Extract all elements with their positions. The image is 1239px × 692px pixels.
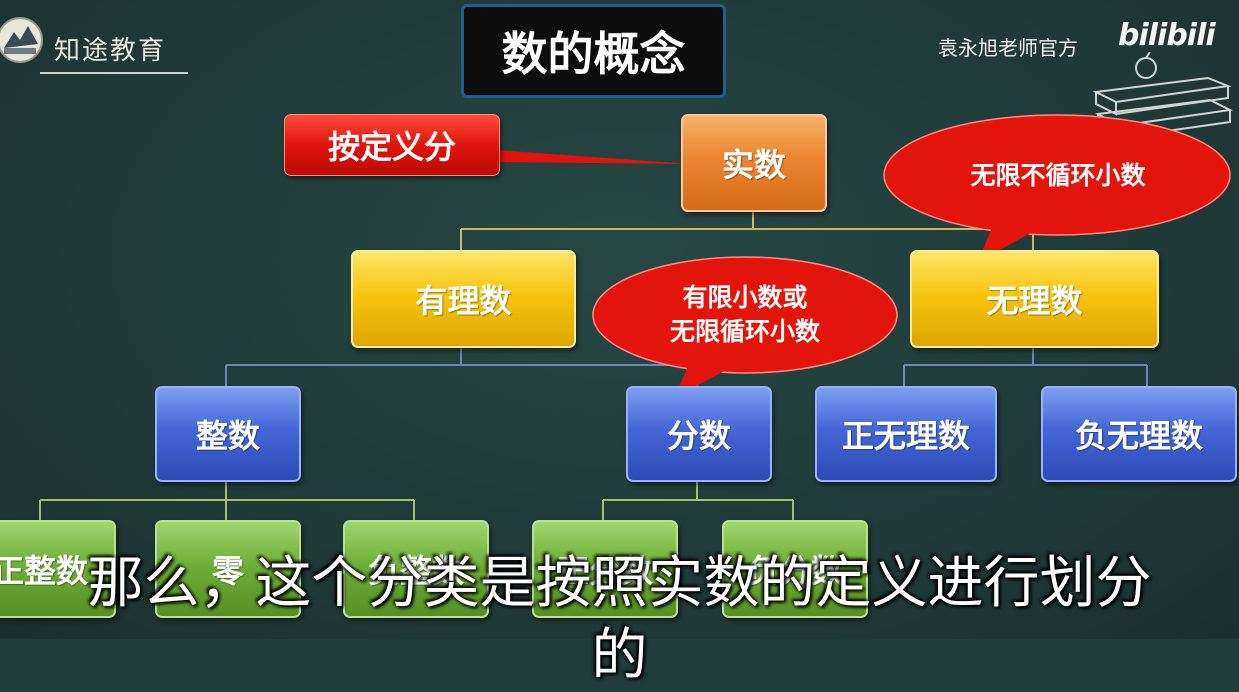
bubble-fraction-line2: 无限循环小数: [669, 317, 820, 346]
logo-icon: [0, 17, 43, 63]
node-real-number: 实数: [681, 114, 827, 212]
node-zero: 零: [155, 520, 301, 618]
connector-lines: [39, 114, 1231, 520]
subtitle-line-1: 那么，这个分类是按照实数的定义进行划分: [87, 551, 1152, 616]
slide-title: 数的概念: [461, 4, 726, 98]
video-subtitle: 那么，这个分类是按照实数的定义进行划分 的: [0, 548, 1239, 692]
node-negative-integer: 负整数: [343, 520, 489, 618]
node-integer: 整数: [155, 386, 301, 482]
node-negative-irrational: 负无理数: [1041, 386, 1237, 482]
node-irrational: 无理数: [910, 250, 1159, 348]
node-positive-irrational: 正无理数: [815, 386, 997, 482]
logo-text: 知途教育: [54, 36, 167, 66]
bubble-irrational: [883, 114, 1231, 236]
node-rational: 有理数: [351, 250, 576, 348]
subtitle-line-2: 的: [591, 623, 648, 688]
bilibili-logo: bilibili: [1118, 18, 1216, 53]
logo-underline: [40, 72, 188, 74]
bubble-fraction: [592, 256, 898, 374]
bubble-fraction-line1: 有限小数或: [682, 283, 808, 312]
bubble-irrational-text: 无限不循环小数: [970, 161, 1146, 190]
node-positive-integer: 正整数: [0, 520, 116, 618]
node-fraction: 分数: [626, 386, 772, 482]
classify-note: 按定义分: [284, 114, 500, 176]
channel-name: 袁永旭老师官方: [938, 36, 1078, 60]
classify-pointer: [495, 150, 690, 164]
node-positive-fraction: 正分数: [532, 520, 678, 618]
node-negative-fraction: 负分数: [722, 520, 868, 618]
